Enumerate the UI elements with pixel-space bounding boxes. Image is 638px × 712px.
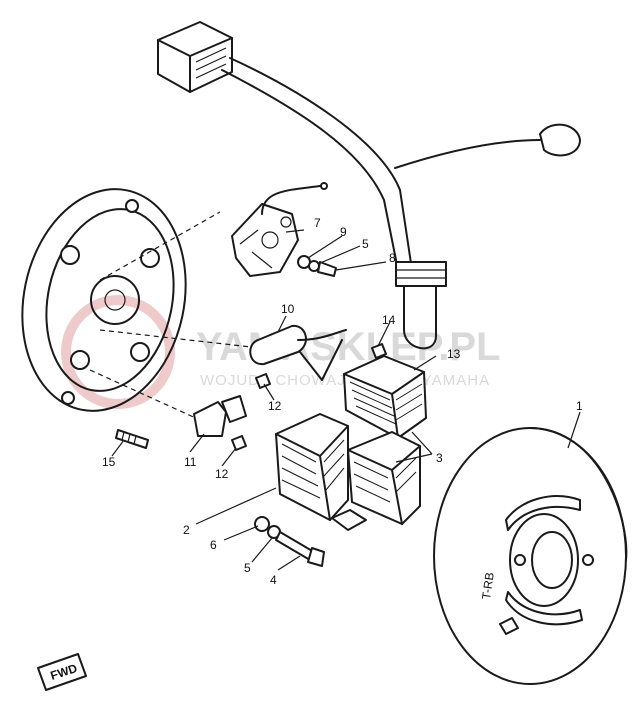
- callout-15: 15: [102, 455, 116, 469]
- callout-10: 10: [281, 302, 295, 316]
- breaker-fasteners: [297, 255, 337, 277]
- callout-4: 4: [270, 573, 277, 587]
- part-callouts: 1 2 3 4 5 5 6 7 8 9 10 11 12 12 13 14 15: [102, 216, 583, 587]
- lower-coil-assembly: [275, 413, 421, 531]
- callout-11: 11: [184, 455, 197, 469]
- callout-5-upper: 5: [362, 237, 369, 251]
- callout-13: 13: [447, 347, 461, 361]
- leader-lines: [111, 229, 581, 571]
- condenser: [249, 324, 347, 381]
- stator-base-plate: [21, 188, 187, 412]
- callout-12-upper: 12: [268, 399, 282, 413]
- upper-coil: [343, 355, 427, 439]
- flywheel-rotor: T-RB: [433, 427, 628, 685]
- callout-14: 14: [382, 313, 396, 327]
- fwd-marker: FWD: [37, 653, 87, 691]
- callout-12-lower: 12: [215, 467, 229, 481]
- coil-bolt: [254, 516, 325, 567]
- callout-6: 6: [210, 538, 217, 552]
- alignment-lines: [89, 211, 261, 421]
- callout-1: 1: [576, 399, 583, 413]
- callout-7: 7: [314, 216, 321, 230]
- connector-and-harness: [157, 21, 581, 350]
- callout-3: 3: [436, 451, 443, 465]
- callout-9: 9: [340, 225, 347, 239]
- callout-2: 2: [183, 523, 190, 537]
- bracket: [193, 395, 247, 437]
- contact-breaker: [231, 182, 328, 277]
- callout-8: 8: [389, 251, 396, 265]
- callout-5-lower: 5: [244, 561, 251, 575]
- rotor-marking: T-RB: [479, 571, 497, 600]
